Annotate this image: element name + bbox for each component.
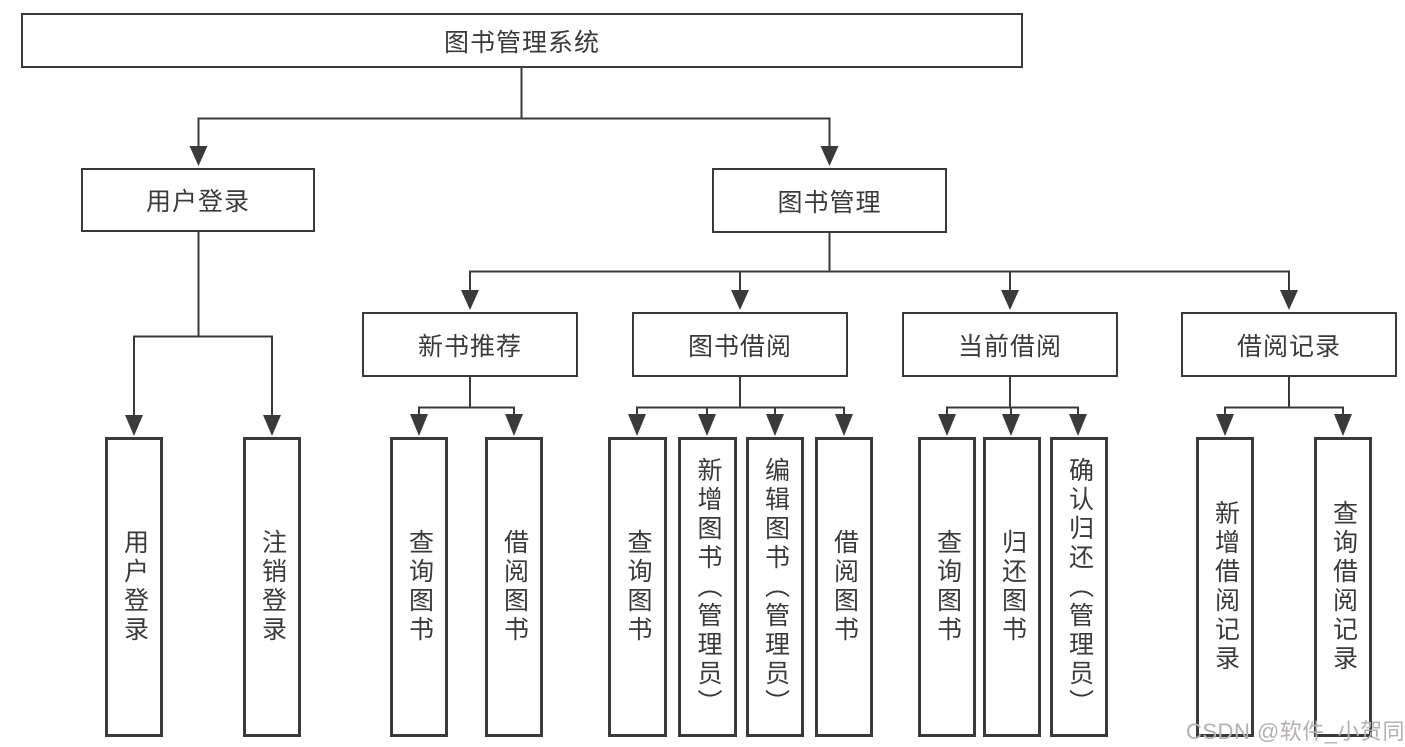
node-label: 查询图书 [405,529,434,645]
leaf-logout: 注销登录 [243,437,301,737]
node-label: 新书推荐 [417,332,522,361]
leaf-borrow-borrow-books: 借阅图书 [815,437,873,737]
node-label: 图书管理 [777,188,882,217]
node-root-system: 图书管理系统 [21,13,1023,68]
node-label: 新增借阅记录 [1211,500,1240,674]
node-borrowing-records: 借阅记录 [1181,312,1397,377]
node-label: 归还图书 [998,529,1027,645]
edge-borrow-to-leaves [628,377,853,436]
node-current-borrowing: 当前借阅 [902,312,1118,377]
leaf-borrow-add-books-admin: 新增图书（管理员） [678,437,737,737]
node-label: 借阅图书 [830,529,859,645]
edge-root-to-level2 [189,68,839,166]
node-new-book-recommendation: 新书推荐 [362,312,578,377]
node-label: 用户登录 [120,529,149,645]
node-label: 注销登录 [258,529,287,645]
edge-newbooks-to-leaves [410,377,523,436]
leaf-newbooks-borrow-books: 借阅图书 [485,437,543,737]
edge-current-to-leaves [938,377,1087,436]
node-label: 查询图书 [933,529,962,645]
node-label: 编辑图书（管理员） [761,456,790,718]
leaf-borrow-query-books: 查询图书 [608,437,667,737]
node-label: 当前借阅 [957,332,1062,361]
node-label: 新增图书（管理员） [694,456,722,718]
node-label: 查询借阅记录 [1329,500,1358,674]
node-label: 借阅图书 [500,529,529,645]
node-label: 图书借阅 [687,332,792,361]
leaf-user-login: 用户登录 [105,437,163,737]
node-user-login: 用户登录 [81,168,315,232]
edge-userlogin-to-leaves [125,232,281,436]
node-label: 用户登录 [145,188,250,216]
node-label: 确认归还（管理员） [1065,456,1094,718]
leaf-borrow-edit-books-admin: 编辑图书（管理员） [746,437,804,737]
leaf-newbooks-query-books: 查询图书 [390,437,448,737]
csdn-watermark: CSDN @软件_小贺同学 [1186,719,1405,744]
leaf-records-query-borrow-record: 查询借阅记录 [1314,437,1372,737]
leaf-current-return-books: 归还图书 [983,437,1041,737]
node-label: 借阅记录 [1236,332,1341,361]
edge-bookmgmt-to-level3 [461,233,1298,310]
leaf-current-confirm-return-admin: 确认归还（管理员） [1050,437,1108,737]
edge-records-to-leaves [1216,377,1352,436]
leaf-current-query-books: 查询图书 [918,437,976,737]
node-book-management: 图书管理 [712,168,947,233]
node-label: 图书管理系统 [443,28,600,57]
node-book-borrowing: 图书借阅 [632,312,848,377]
leaf-records-add-borrow-record: 新增借阅记录 [1196,437,1254,737]
node-label: 查询图书 [624,529,652,645]
